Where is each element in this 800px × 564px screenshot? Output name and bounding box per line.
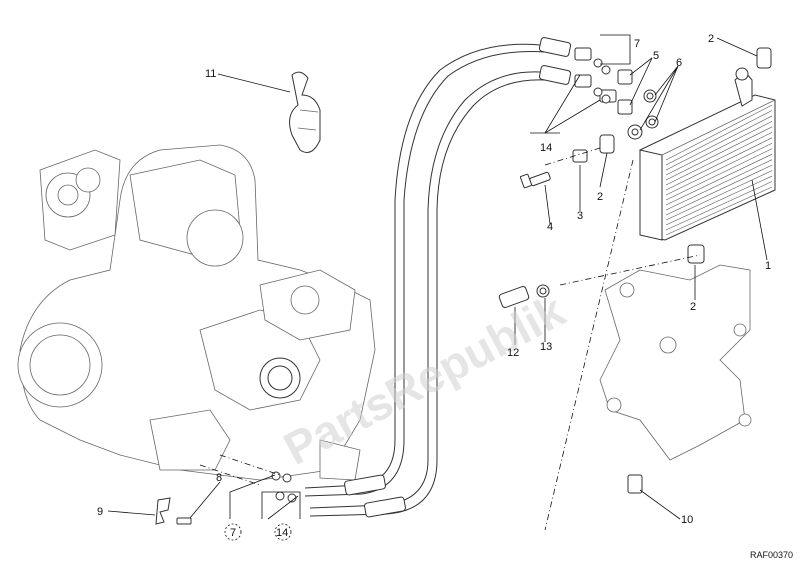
cooler-fin-line (665, 153, 773, 206)
cooler-fin-line (665, 126, 773, 181)
callout-6: 6 (676, 57, 682, 69)
callout-8: 8 (216, 472, 222, 484)
callout-7-top: 7 (634, 38, 640, 50)
cooler-fin-line (665, 186, 773, 236)
callout-10: 10 (681, 514, 693, 526)
callout-7-circle (224, 523, 242, 541)
cooler-fin-line (665, 132, 773, 186)
callout-5: 5 (653, 50, 659, 62)
small-parts (155, 471, 643, 525)
oil-cooler-part (639, 67, 776, 241)
callout-11: 11 (205, 68, 216, 80)
cooler-fin-line (665, 115, 773, 171)
callout-14-circle (274, 523, 292, 541)
callout-3: 3 (577, 210, 583, 222)
cooler-fin-line (665, 148, 773, 201)
callout-labels: 11 2 7 5 6 14 2 3 4 1 2 12 13 10 8 9 7 1… (97, 33, 771, 541)
callout-7-bottom: 7 (230, 527, 236, 539)
callout-14-bottom: 14 (276, 527, 288, 539)
engine-drawing (17, 144, 376, 481)
callout-12: 12 (507, 347, 519, 359)
assembly-lines (199, 147, 701, 531)
callout-13: 13 (540, 341, 552, 353)
callout-2-mid: 2 (597, 191, 603, 203)
clamp-bracket-part (289, 71, 321, 153)
callout-4: 4 (547, 221, 553, 233)
callout-2-bottom: 2 (690, 301, 696, 313)
cooler-fin-line (665, 181, 773, 231)
cooler-fin-line (665, 159, 773, 211)
cooler-fin-line (665, 104, 773, 161)
drawing-code: RAF00370 (750, 550, 793, 560)
callout-14-top: 14 (540, 142, 552, 154)
cooler-fin-line (665, 175, 773, 226)
callout-2-top: 2 (708, 33, 714, 45)
leader-lines (107, 34, 768, 520)
sensor-and-washer (498, 284, 550, 309)
cooler-fin-line (665, 137, 773, 191)
callout-9: 9 (97, 506, 103, 518)
cooler-fin-line (665, 121, 773, 176)
rubber-mounts (599, 47, 772, 264)
cooler-fin-line (665, 164, 773, 216)
cooler-fin-line (665, 142, 773, 196)
oil-hoses (304, 37, 572, 518)
hose-fittings (574, 47, 659, 140)
cooler-fins (665, 104, 773, 236)
cooler-fin-line (665, 110, 773, 166)
callout-1: 1 (765, 260, 771, 272)
cooler-fin-line (665, 170, 773, 221)
frame-bracket-part (599, 264, 752, 461)
spacer-and-bolt (519, 149, 588, 189)
